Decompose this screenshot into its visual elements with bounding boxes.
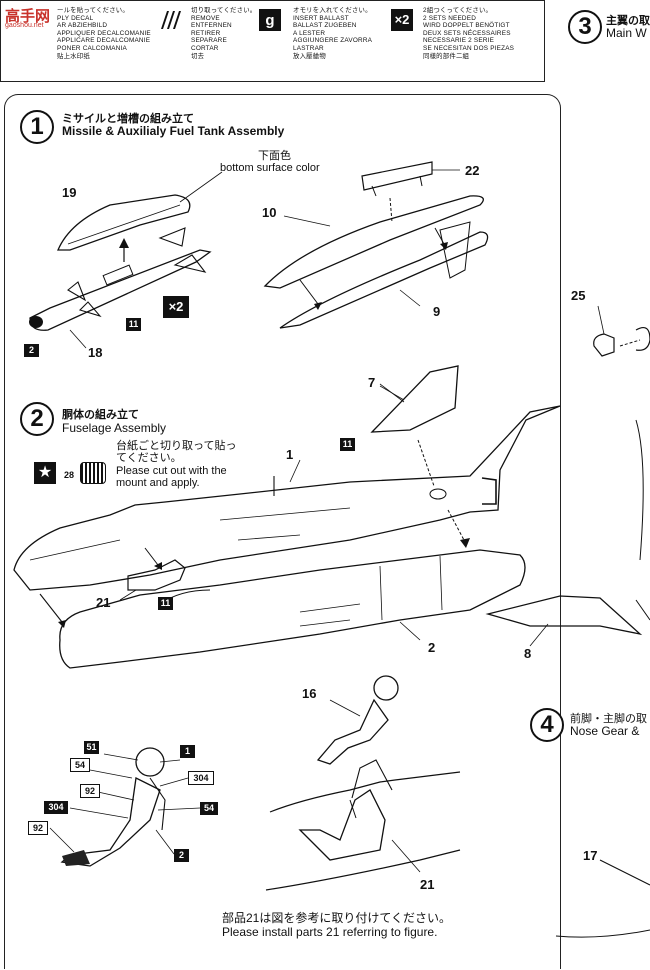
step-2-title-en: Fuselage Assembly xyxy=(62,421,167,435)
part-8: 8 xyxy=(524,646,532,661)
step-4-title-jp: 前脚・主脚の取 xyxy=(570,713,647,725)
decal-number: 28 xyxy=(64,470,75,480)
step-3-title-jp: 主翼の取 xyxy=(606,15,650,27)
step-2-title-jp: 胴体の組み立て xyxy=(62,409,139,421)
callout-54-upper: 54 xyxy=(70,758,90,772)
bottom-color-jp: 下面色 xyxy=(258,150,291,162)
part-19: 19 xyxy=(62,185,77,200)
decal-badge-11-upper: 11 xyxy=(340,438,355,451)
part-18: 18 xyxy=(88,345,103,360)
callout-54-right: 54 xyxy=(200,802,218,815)
site-url: gaoshou.net xyxy=(5,22,44,29)
cockpit-decal-icon xyxy=(80,462,106,484)
part-16: 16 xyxy=(302,686,317,701)
part-21-seat: 21 xyxy=(420,877,435,892)
star-decal-icon: ★ xyxy=(34,462,56,484)
decal-badge-11-lower: 11 xyxy=(158,597,173,610)
step-4-number: 4 xyxy=(530,708,564,742)
decal-note-en2: mount and apply. xyxy=(116,477,200,489)
part-25: 25 xyxy=(571,288,586,303)
decal-badge-11: 11 xyxy=(126,318,141,331)
part-2: 2 xyxy=(428,640,436,655)
decal-note-jp1: 台紙ごと切り取って貼っ xyxy=(116,440,237,452)
decal-badge-2: 2 xyxy=(24,344,39,357)
callout-2: 2 xyxy=(174,849,189,862)
step-1-title-jp: ミサイルと増槽の組み立て xyxy=(62,113,194,125)
ballast-icon: g xyxy=(259,9,281,31)
seat-note-en: Please install parts 21 referring to fig… xyxy=(222,925,438,939)
callout-92-lower: 92 xyxy=(28,821,48,835)
step-1-title-en: Missile & Auxilialy Fuel Tank Assembly xyxy=(62,124,285,138)
step-3-title-en: Main W xyxy=(606,26,647,40)
callout-304-left: 304 xyxy=(44,801,68,814)
step-2-number: 2 xyxy=(20,402,54,436)
two-sets-badge: ×2 xyxy=(163,296,189,318)
part-1: 1 xyxy=(286,447,294,462)
part-22: 22 xyxy=(465,163,480,178)
main-panel-frame xyxy=(4,94,561,969)
decal-note-en1: Please cut out with the xyxy=(116,465,227,477)
site-logo: 高手网 xyxy=(5,8,51,25)
part-17: 17 xyxy=(583,848,598,863)
seat-note-jp: 部品21は図を参考に取り付けてください。 xyxy=(222,911,451,925)
bottom-color-en: bottom surface color xyxy=(220,162,320,174)
callout-1: 1 xyxy=(180,745,195,758)
part-21-fuselage: 21 xyxy=(96,595,111,610)
part-9: 9 xyxy=(433,304,441,319)
step-3-number: 3 xyxy=(568,10,602,44)
two-sets-icon: ×2 xyxy=(391,9,413,31)
callout-51: 51 xyxy=(84,741,99,754)
callout-304-right: 304 xyxy=(188,771,214,785)
part-7: 7 xyxy=(368,375,376,390)
decal-note-jp2: てください。 xyxy=(116,452,182,464)
remove-icon xyxy=(159,9,181,31)
step-1-number: 1 xyxy=(20,110,54,144)
part-10: 10 xyxy=(262,205,277,220)
callout-92-upper: 92 xyxy=(80,784,100,798)
step-4-title-en: Nose Gear & xyxy=(570,724,640,738)
